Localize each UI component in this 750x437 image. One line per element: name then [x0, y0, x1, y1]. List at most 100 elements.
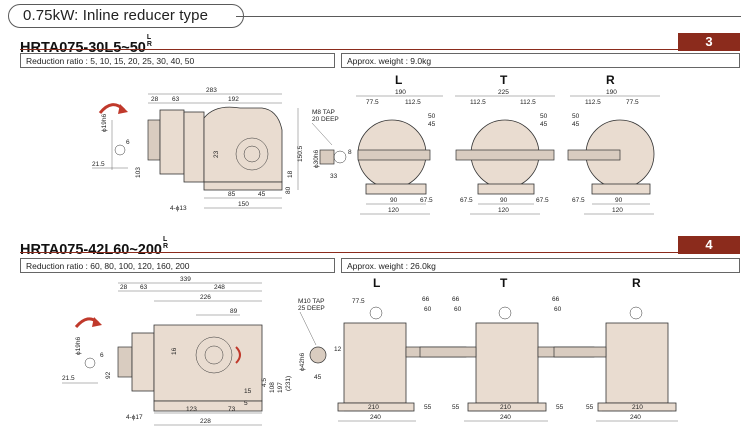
suffix-bottom-2: R: [163, 243, 169, 250]
viewL-foot-1: [365, 183, 427, 195]
dim-33: 33: [330, 173, 338, 180]
drawing-section-1: ϕ19h6 6 21.5 23 18 283 28 63 192 85 45 1…: [92, 73, 660, 215]
viewR-b-1: 77.5: [626, 99, 639, 106]
shaft2-dia-label-2: ϕ42h6: [299, 353, 306, 371]
viewR-foot-1: [591, 183, 651, 195]
viewR-a-1: 112.5: [585, 99, 601, 106]
weight-box-1: Approx. weight : 9.0kg: [341, 53, 740, 68]
dim-192: 192: [228, 96, 239, 103]
dim-5-2: 5: [244, 400, 248, 407]
viewL-d-1: 45: [428, 121, 436, 128]
view-label-R-1: R: [606, 73, 615, 87]
dim-6: 6: [126, 139, 130, 146]
viewR-l-1: 67.5: [572, 197, 585, 204]
viewT-foot-1: [477, 183, 535, 195]
dim-45-1: 45: [258, 191, 266, 198]
viewR-l-2: 55: [586, 404, 594, 411]
viewT-r-1: 67.5: [536, 197, 549, 204]
view-label-T-1: T: [500, 73, 508, 87]
dim-45-2: 45: [314, 374, 322, 381]
dim-228: 228: [200, 418, 211, 425]
dim-123: 123: [186, 406, 197, 413]
dim-16-2: 16: [171, 347, 178, 355]
viewR-w1-1: 90: [615, 197, 623, 204]
viewL-housing-2: [343, 322, 407, 404]
viewR-shaft-1: [567, 149, 621, 161]
viewT-housing-2: [475, 322, 539, 404]
dim-12-2: 12: [334, 346, 342, 353]
output-shaft-end-1: [319, 149, 335, 165]
dim-85: 85: [228, 191, 236, 198]
dim-23: 23: [213, 150, 220, 158]
section-tab-title: 0.75kW: Inline reducer type: [8, 4, 244, 28]
dim-63-2: 63: [140, 284, 148, 291]
viewR-shaft-2: [553, 346, 607, 358]
viewL-w2-2: 240: [370, 414, 381, 421]
hole-note-2: 4-ϕ17: [126, 414, 143, 421]
dim-92: 92: [105, 371, 112, 379]
input-shaft: [147, 119, 161, 161]
model-name-1: HRTA075-30L5~50: [20, 40, 146, 56]
tap-note-1b: 20 DEEP: [312, 116, 339, 123]
dim-197: 197: [277, 382, 284, 393]
tab-title-text: 0.75kW: Inline reducer type: [23, 7, 209, 24]
dim-4-5: 4.5: [261, 378, 268, 387]
dim-overall-1: 283: [206, 87, 217, 94]
viewR-top-1: 190: [606, 89, 617, 96]
drawing-section-2: ϕ19h6 6 21.5 16 92 339 28 63 248 226 89 …: [62, 276, 678, 426]
viewT-w1-1: 90: [500, 197, 508, 204]
viewR-c-1: 50: [572, 113, 580, 120]
dim-103: 103: [135, 167, 142, 178]
viewL-c-1: 50: [428, 113, 436, 120]
viewT-b-2: 60: [424, 306, 432, 313]
viewL-w1-2: 210: [368, 404, 379, 411]
dim-21-5-2: 21.5: [62, 375, 75, 382]
suffix-top-2: L: [163, 236, 168, 243]
viewR-w2-2: 240: [630, 414, 641, 421]
motor-adapter: [183, 111, 205, 183]
title-rule-1: [20, 49, 680, 50]
gearbox-base-1: [203, 181, 283, 191]
model-name-2: HRTA075-42L60~200: [20, 242, 162, 258]
motor-flange-2: [131, 332, 155, 392]
dim-28-2: 28: [120, 284, 128, 291]
input-shaft-2: [117, 346, 133, 378]
ratio-box-2: Reduction ratio : 60, 80, 100, 120, 160,…: [20, 258, 335, 273]
dim-21-5: 21.5: [92, 161, 105, 168]
viewL-w2-1: 120: [388, 207, 399, 214]
dim-150: 150: [238, 201, 249, 208]
dim-18: 18: [287, 170, 294, 178]
dim-150-5: 150.5: [297, 145, 304, 162]
dim-overall-2: 339: [180, 276, 191, 283]
viewR-w2-1: 120: [612, 207, 623, 214]
motor-flange: [159, 109, 185, 175]
dim-226: 226: [200, 294, 211, 301]
view-label-L-1: L: [395, 73, 402, 87]
viewL-r-2: 55: [424, 404, 432, 411]
view-label-R-2: R: [632, 276, 641, 290]
viewR-housing-2: [605, 322, 669, 404]
viewT-shaft-left-2: [419, 346, 477, 358]
viewT-top-1: 225: [498, 89, 509, 96]
viewT-a-1: 112.5: [470, 99, 486, 106]
dim-248: 248: [214, 284, 225, 291]
viewL-a-2: 77.5: [352, 298, 365, 305]
dim-8-1: 8: [348, 149, 352, 156]
ratio-box-1: Reduction ratio : 5, 10, 15, 20, 25, 30,…: [20, 53, 335, 68]
viewT-w2-2: 240: [500, 414, 511, 421]
dim-15-2: 15: [244, 388, 252, 395]
shaft-dia-label-2: ϕ19h6: [75, 337, 82, 355]
tab-rule: [236, 16, 741, 17]
viewT-b-1: 112.5: [520, 99, 536, 106]
viewT-l-2: 55: [452, 404, 460, 411]
viewT-w2-1: 120: [498, 207, 509, 214]
weight-box-2: Approx. weight : 26.0kg: [341, 258, 740, 273]
shaft2-dia-label-1: ϕ30h6: [313, 150, 320, 168]
viewT-l-1: 67.5: [460, 197, 473, 204]
viewT-shaft-1: [455, 149, 555, 161]
dim-28-1: 28: [151, 96, 159, 103]
viewL-b-1: 112.5: [405, 99, 421, 106]
arrowhead-icon: [118, 104, 128, 114]
